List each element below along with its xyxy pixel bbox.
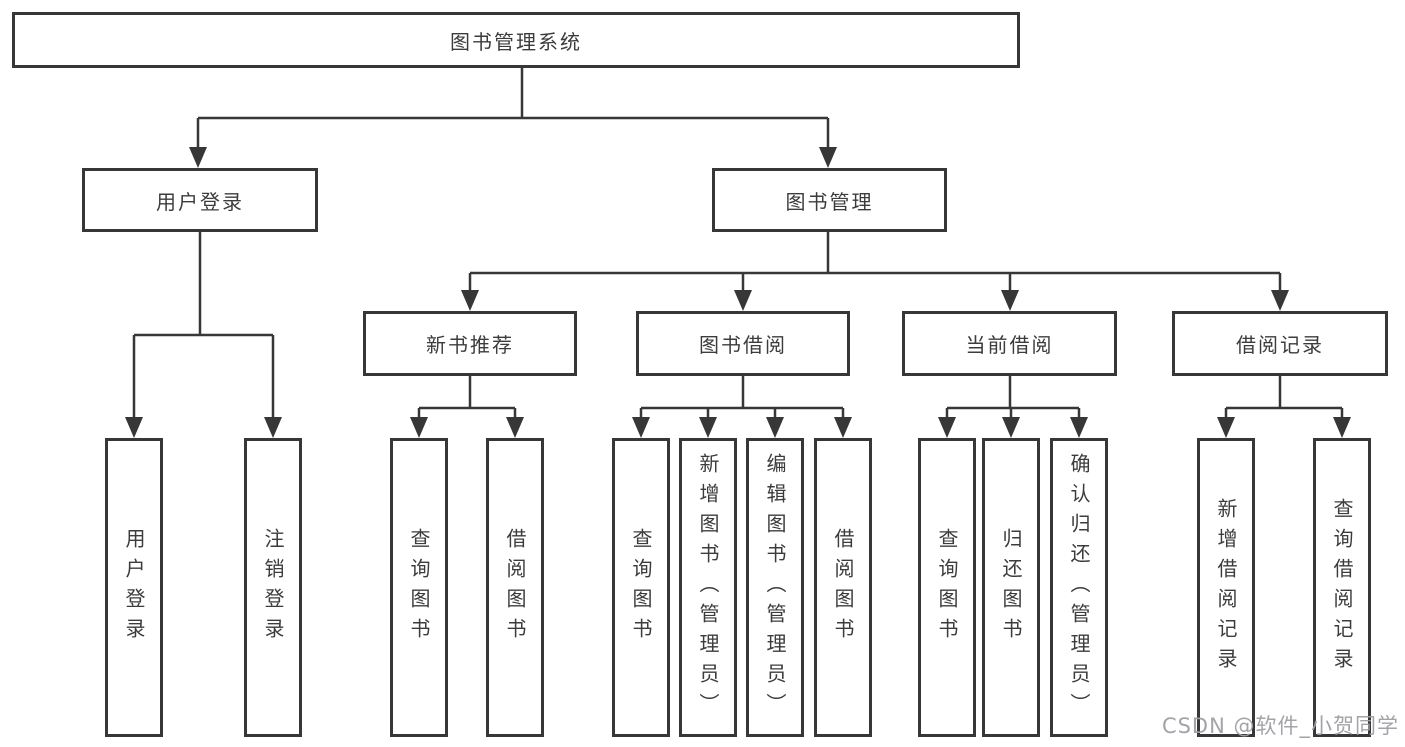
leaf-logout: 注销登录: [244, 438, 302, 737]
leaf-borrow-books: 借阅图书: [814, 438, 872, 737]
node-current-borrowing: 当前借阅: [902, 311, 1117, 376]
leaf-add-borrow-record: 新增借阅记录: [1197, 438, 1255, 737]
node-library-management-system: 图书管理系统: [12, 12, 1020, 68]
node-book-management: 图书管理: [712, 168, 947, 232]
csdn-watermark: CSDN @软件_小贺同学: [1161, 714, 1399, 738]
leaf-user-login: 用户登录: [105, 438, 163, 737]
leaf-query-books-borrowing: 查询图书: [612, 438, 670, 737]
node-book-borrowing: 图书借阅: [636, 311, 850, 376]
leaf-return-books: 归还图书: [982, 438, 1040, 737]
leaf-query-books-current: 查询图书: [918, 438, 976, 737]
leaf-confirm-return-admin: 确认归还（管理员）: [1050, 438, 1108, 737]
node-borrow-records: 借阅记录: [1172, 311, 1388, 376]
leaf-add-books-admin: 新增图书（管理员）: [679, 438, 737, 737]
node-user-login: 用户登录: [82, 168, 318, 232]
arrowhead-icons: [125, 147, 1351, 438]
node-new-book-recommend: 新书推荐: [363, 311, 577, 376]
leaf-borrow-books-recommend: 借阅图书: [486, 438, 544, 737]
leaf-query-borrow-record: 查询借阅记录: [1313, 438, 1371, 737]
leaf-edit-books-admin: 编辑图书（管理员）: [746, 438, 804, 737]
leaf-query-books-recommend: 查询图书: [390, 438, 448, 737]
